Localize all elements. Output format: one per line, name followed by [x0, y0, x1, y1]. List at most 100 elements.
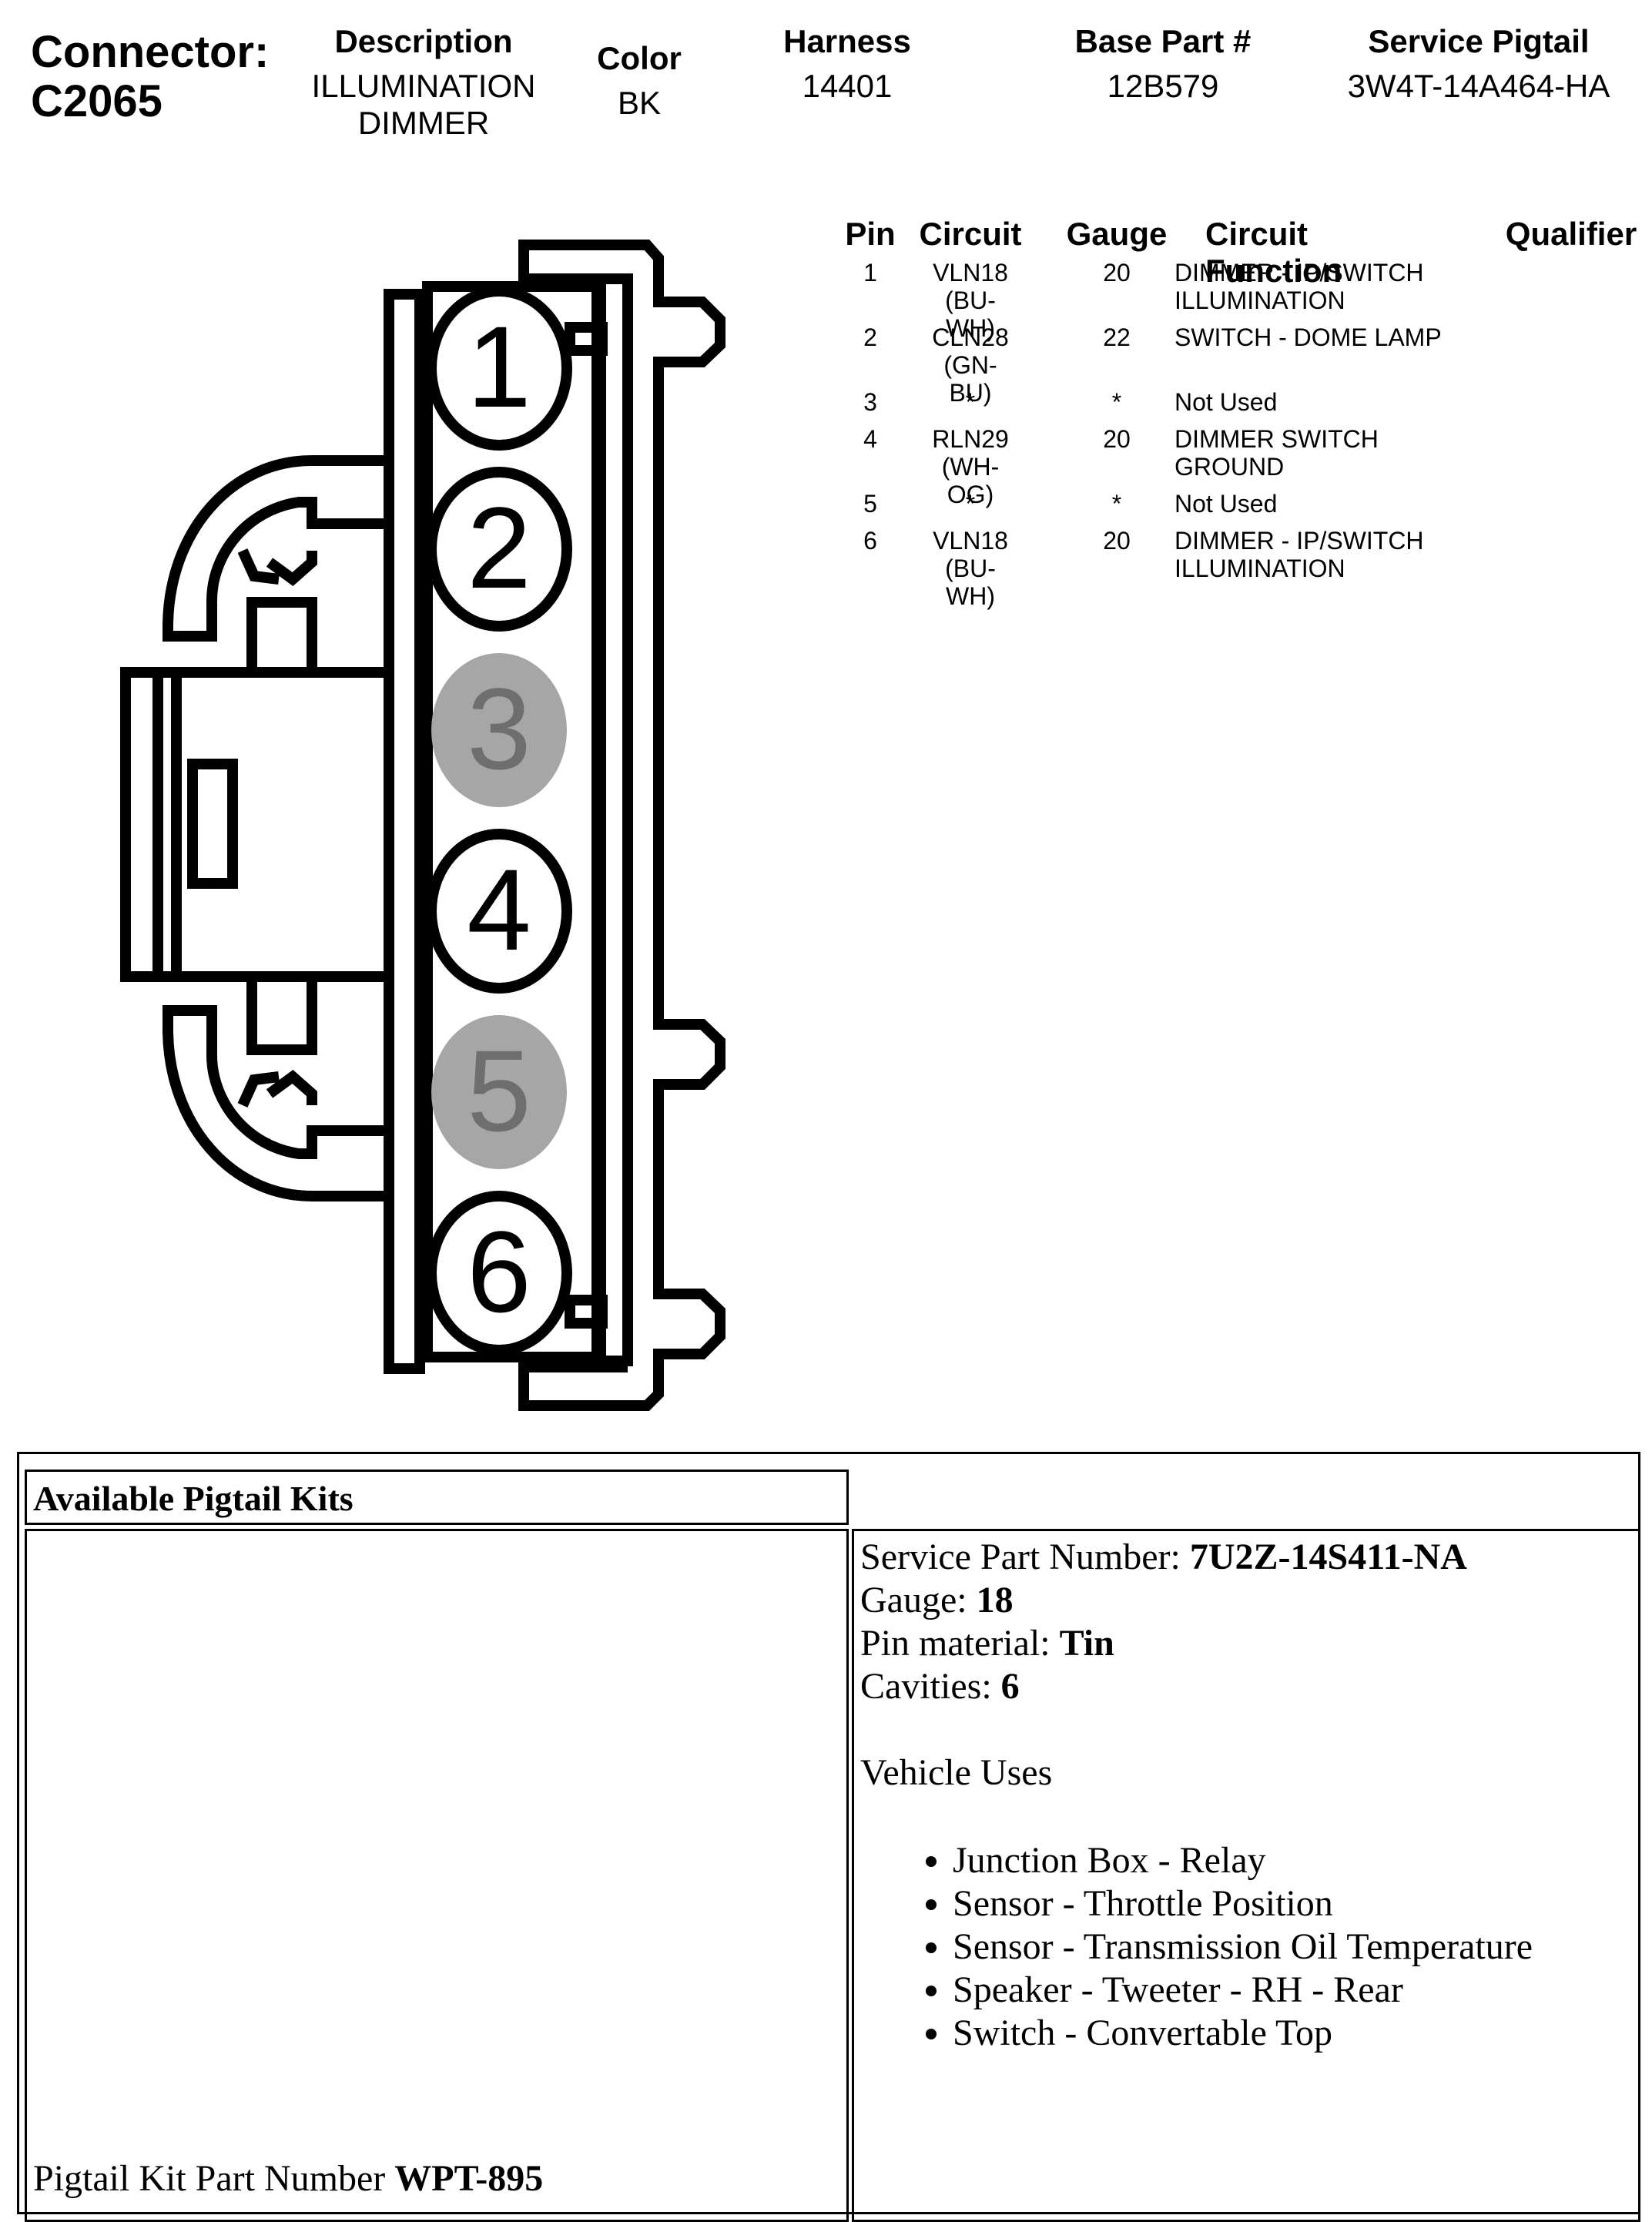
pin-table: Pin Circuit Gauge Circuit Function Quali…: [836, 216, 1652, 610]
pigtail-kits-title-box: Available Pigtail Kits: [25, 1470, 849, 1525]
description-line-1: ILLUMINATION: [311, 68, 536, 104]
pin-5-number: 5: [467, 1026, 531, 1155]
pin-number: 2: [863, 323, 877, 351]
color-label: Color: [597, 40, 682, 76]
service-pigtail-value: 3W4T-14A464-HA: [1347, 68, 1610, 104]
pigtail-kits-title: Available Pigtail Kits: [33, 1479, 354, 1518]
connector-diagram: 1 2 3 4 5 6: [120, 240, 725, 1411]
description-label: Description: [334, 23, 513, 59]
base-part-value: 12B579: [1107, 68, 1219, 104]
pin-material-line: Pin material: Tin: [860, 1622, 1533, 1665]
circuit-function: Not Used: [1174, 490, 1278, 518]
pin-row-5: 5 * * Not Used: [836, 490, 1652, 527]
pin-1-cavity: [426, 286, 572, 451]
color-column: Color BK: [570, 40, 709, 122]
pin-2-cavity: [426, 467, 572, 632]
pin-4-cavity: [426, 829, 572, 994]
pin-material-label: Pin material:: [860, 1623, 1060, 1664]
gauge: 20: [1103, 425, 1131, 453]
lower-hook: [163, 1005, 389, 1201]
latch-slot: [187, 759, 238, 889]
header-pin: Pin: [845, 216, 896, 252]
service-part-label: Service Part Number:: [860, 1537, 1190, 1577]
gauge: 20: [1103, 527, 1131, 555]
vehicle-use-item: Switch - Convertable Top: [953, 2012, 1533, 2055]
header-circuit: Circuit: [919, 216, 1022, 252]
pin6-tab: [565, 1295, 608, 1329]
gauge-value: 18: [976, 1580, 1014, 1620]
pin-6-cavity: [426, 1191, 572, 1356]
gauge: *: [1111, 388, 1122, 416]
description-line-2: DIMMER: [357, 105, 490, 141]
header-qualifier: Qualifier: [1505, 216, 1637, 252]
pin-number: 6: [863, 527, 877, 555]
harness-value: 14401: [802, 68, 893, 104]
description-column: Description ILLUMINATION DIMMER: [293, 23, 555, 142]
vehicle-use-item: Sensor - Transmission Oil Temperature: [953, 1925, 1533, 1969]
pin-row-3: 3 * * Not Used: [836, 388, 1652, 425]
circuit: RLN29 (WH-OG): [932, 425, 1009, 508]
circuit: VLN18 (BU-WH): [933, 527, 1008, 610]
latch-bar: [152, 667, 182, 982]
header-circuit-function: Circuit Function: [1205, 216, 1342, 289]
gauge: *: [1111, 490, 1122, 518]
service-pigtail-column: Service Pigtail 3W4T-14A464-HA: [1309, 23, 1648, 105]
connector-shell-right: [518, 240, 725, 1411]
pigtail-kit-details: Service Part Number: 7U2Z-14S411-NA Gaug…: [852, 1529, 1640, 2222]
kit-part-value: WPT-895: [394, 2158, 544, 2199]
lower-hook-lip: [237, 1070, 317, 1108]
pin-number: 3: [863, 388, 877, 416]
upper-hook: [163, 455, 389, 642]
gauge: 22: [1103, 323, 1131, 351]
pin-number: 4: [863, 425, 877, 453]
base-part-label: Base Part #: [1074, 23, 1252, 59]
cavities-value: 6: [1000, 1666, 1020, 1707]
pin-3-cavity: [431, 653, 567, 807]
upper-hook-post: [246, 597, 317, 678]
service-pigtail-label: Service Pigtail: [1368, 23, 1590, 59]
circuit: *: [965, 490, 976, 518]
connector-id: C2065: [31, 76, 163, 126]
harness-label: Harness: [783, 23, 911, 59]
pin-number: 1: [863, 259, 877, 287]
connector-label: Connector:: [31, 27, 270, 77]
pin-6-number: 6: [467, 1207, 531, 1336]
gauge-label: Gauge:: [860, 1580, 977, 1620]
pin-3-number: 3: [467, 664, 531, 793]
pin-table-header: Pin Circuit Gauge Circuit Function Quali…: [836, 216, 1652, 289]
latch-housing: [120, 667, 394, 982]
base-part-column: Base Part # 12B579: [1024, 23, 1302, 105]
pin-4-number: 4: [467, 845, 531, 974]
pin-2-number: 2: [467, 483, 531, 612]
vehicle-uses-list: Junction Box - RelaySensor - Throttle Po…: [860, 1839, 1533, 2055]
header-gauge: Gauge: [1066, 216, 1168, 252]
circuit: *: [965, 388, 976, 416]
color-value: BK: [617, 85, 662, 121]
pin-1-number: 1: [467, 302, 531, 431]
circuit: CLN28 (GN-BU): [932, 323, 1009, 407]
pin-material-value: Tin: [1059, 1623, 1114, 1664]
connector-inner-wall: [591, 273, 633, 1366]
gauge-line: Gauge: 18: [860, 1579, 1533, 1622]
pin-row-2: 2 CLN28 (GN-BU) 22 SWITCH - DOME LAMP: [836, 323, 1652, 407]
circuit-function: Not Used: [1174, 388, 1278, 416]
service-part-line: Service Part Number: 7U2Z-14S411-NA: [860, 1536, 1533, 1579]
cavities-label: Cavities:: [860, 1666, 1001, 1707]
vehicle-use-item: Speaker - Tweeter - RH - Rear: [953, 1969, 1533, 2012]
vehicle-use-item: Sensor - Throttle Position: [953, 1882, 1533, 1925]
vehicle-use-item: Junction Box - Relay: [953, 1839, 1533, 1882]
pin-5-cavity: [431, 1015, 567, 1169]
pin-number: 5: [863, 490, 877, 518]
kit-part-label: Pigtail Kit Part Number: [33, 2158, 395, 2199]
lower-hook-post: [246, 971, 317, 1055]
connector-title: Connector: C2065: [31, 28, 269, 126]
circuit-function: SWITCH - DOME LAMP: [1174, 323, 1442, 351]
circuit: VLN18 (BU-WH): [933, 259, 1008, 342]
vehicle-uses-label: Vehicle Uses: [860, 1752, 1053, 1793]
